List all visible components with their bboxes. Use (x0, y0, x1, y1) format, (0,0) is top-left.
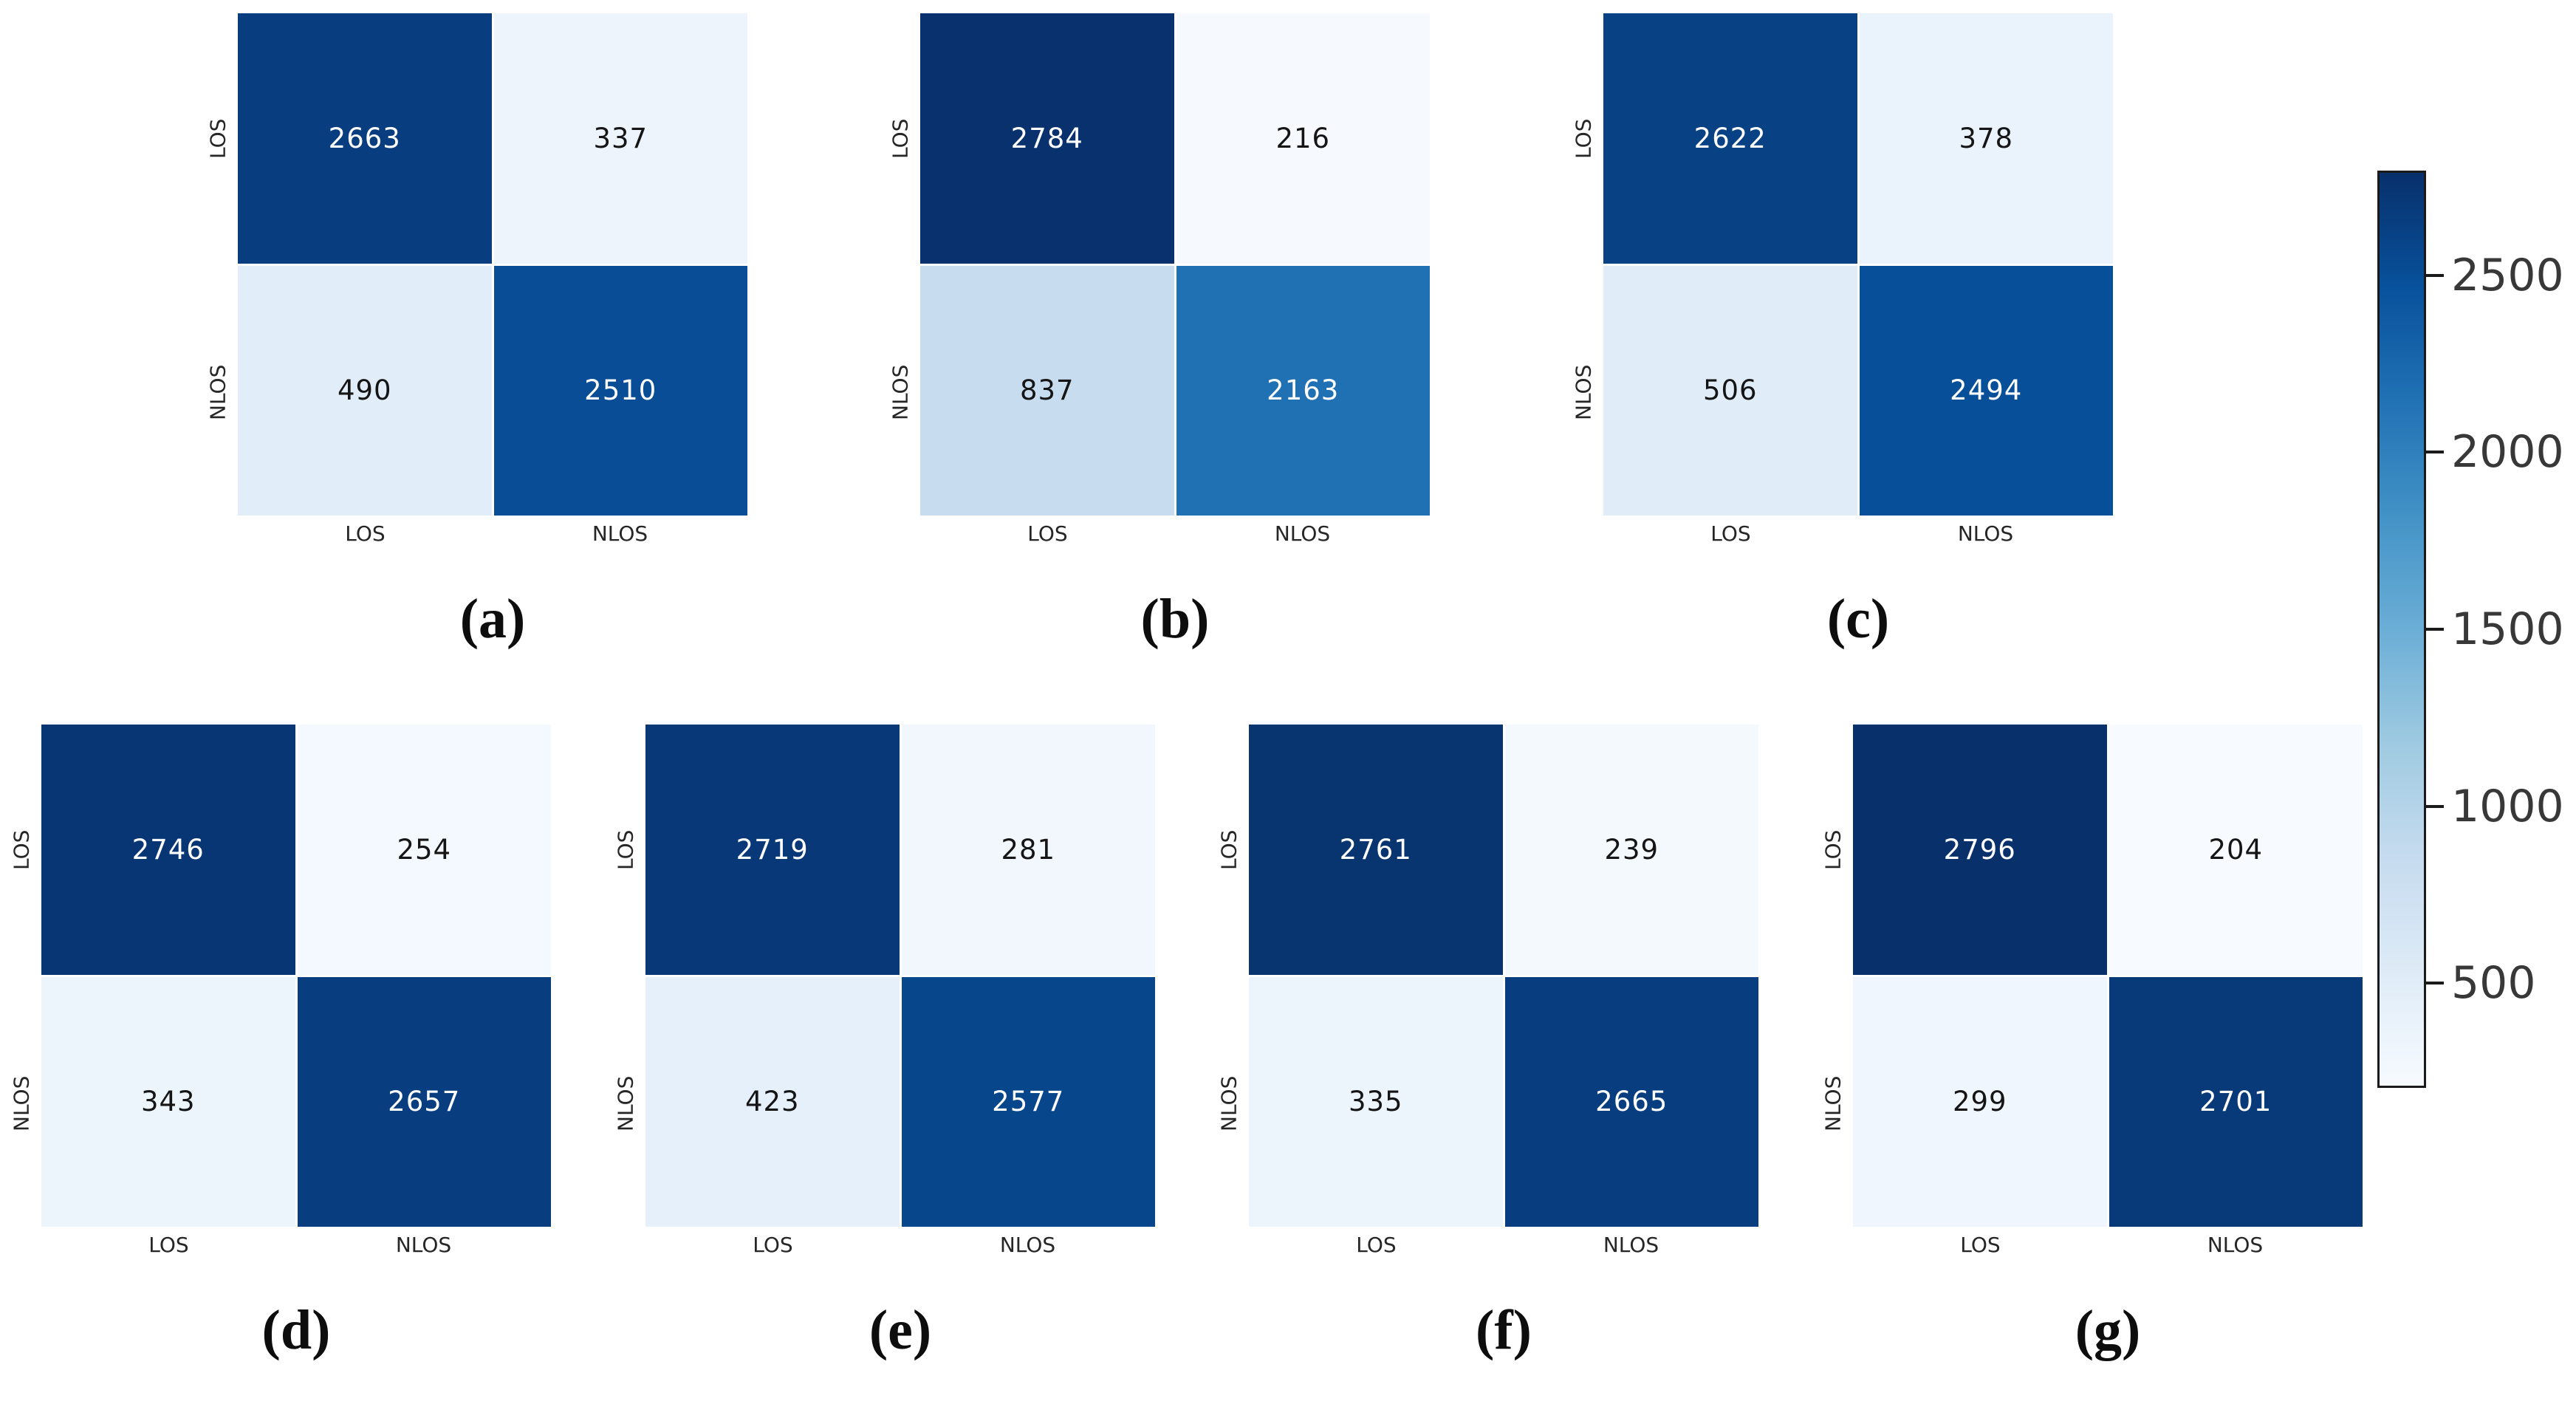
x-axis-ticks: LOS NLOS (41, 1233, 551, 1257)
colorbar-tick (2426, 804, 2444, 808)
y-axis-tick-los: LOS (888, 118, 913, 160)
subplot-caption-a: (a) (459, 588, 526, 650)
x-axis-tick-los: LOS (1027, 521, 1068, 546)
colorbar-tick (2426, 451, 2444, 454)
colorbar-tick-label: 500 (2451, 957, 2536, 1010)
heatmap-cell-nlos-los: 423 (645, 976, 900, 1227)
heatmap-cell-nlos-los: 506 (1603, 265, 1857, 516)
heatmap-cell-nlos-nlos: 2665 (1504, 976, 1758, 1227)
subplot-caption-d: (d) (261, 1299, 331, 1361)
heatmap: 2746 254 343 2657 (41, 725, 551, 1227)
x-axis-tick-nlos: NLOS (1274, 521, 1331, 546)
x-axis-tick-nlos: NLOS (1957, 521, 2014, 546)
heatmap: 2663 337 490 2510 (238, 13, 747, 516)
y-axis-tick-nlos: NLOS (1571, 364, 1596, 420)
heatmap-cell-los-los: 2784 (920, 13, 1174, 264)
y-axis-tick-los: LOS (1216, 829, 1241, 871)
colorbar-tick (2426, 628, 2444, 631)
heatmap-cell-nlos-los: 343 (41, 976, 295, 1227)
heatmap-cell-los-los: 2622 (1603, 13, 1857, 264)
confusion-matrix-f: LOS NLOS 2761 239 335 2665 LOS NLOS (f) (1217, 725, 1758, 1363)
heatmap: 2761 239 335 2665 (1249, 725, 1758, 1227)
x-axis-ticks: LOS NLOS (920, 521, 1430, 546)
x-axis-ticks: LOS NLOS (238, 521, 747, 546)
x-axis-tick-los: LOS (1710, 521, 1751, 546)
heatmap-cell-los-los: 2663 (238, 13, 492, 264)
x-axis-ticks: LOS NLOS (645, 1233, 1155, 1257)
confusion-matrix-e: LOS NLOS 2719 281 423 2577 LOS NLOS (e) (614, 725, 1155, 1363)
confusion-matrix-g: LOS NLOS 2796 204 299 2701 LOS NLOS (g) (1821, 725, 2363, 1363)
x-axis-tick-nlos: NLOS (999, 1233, 1056, 1257)
heatmap-cell-nlos-los: 335 (1249, 976, 1503, 1227)
x-axis-ticks: LOS NLOS (1603, 521, 2113, 546)
colorbar-tick-label: 1500 (2451, 603, 2564, 655)
heatmap-cell-nlos-nlos: 2577 (901, 976, 1155, 1227)
y-axis-tick-los: LOS (205, 118, 230, 160)
heatmap-cell-nlos-los: 490 (238, 265, 492, 516)
heatmap: 2796 204 299 2701 (1853, 725, 2363, 1227)
y-axis-tick-los: LOS (1820, 829, 1846, 871)
x-axis-tick-los: LOS (345, 521, 386, 546)
heatmap-cell-nlos-nlos: 2163 (1176, 265, 1430, 516)
x-axis-tick-los: LOS (1356, 1233, 1397, 1257)
heatmap-cell-los-nlos: 239 (1504, 725, 1758, 975)
y-axis-tick-los: LOS (1571, 118, 1596, 160)
heatmap: 2784 216 837 2163 (920, 13, 1430, 516)
x-axis-tick-los: LOS (1960, 1233, 2001, 1257)
y-axis-tick-nlos: NLOS (9, 1075, 34, 1131)
colorbar-gradient (2377, 171, 2426, 1088)
heatmap-cell-los-nlos: 216 (1176, 13, 1430, 264)
x-axis-ticks: LOS NLOS (1249, 1233, 1758, 1257)
confusion-matrix-a: LOS NLOS 2663 337 490 2510 LOS NLOS (a) (206, 13, 747, 651)
colorbar: 2500 2000 1500 1000 500 (2377, 171, 2564, 1088)
x-axis-tick-los: LOS (753, 1233, 793, 1257)
heatmap: 2622 378 506 2494 (1603, 13, 2113, 516)
y-axis-tick-los: LOS (9, 829, 34, 871)
heatmap-cell-nlos-nlos: 2510 (493, 265, 747, 516)
subplot-caption-b: (b) (1140, 588, 1210, 650)
heatmap-cell-los-nlos: 378 (1859, 13, 2113, 264)
heatmap-cell-los-nlos: 337 (493, 13, 747, 264)
colorbar-tick (2426, 982, 2444, 985)
confusion-matrix-c: LOS NLOS 2622 378 506 2494 LOS NLOS (c) (1572, 13, 2113, 651)
heatmap-cell-nlos-los: 837 (920, 265, 1174, 516)
heatmap-cell-nlos-nlos: 2701 (2109, 976, 2363, 1227)
confusion-matrix-d: LOS NLOS 2746 254 343 2657 LOS NLOS (d) (10, 725, 551, 1363)
y-axis-tick-los: LOS (613, 829, 638, 871)
colorbar-tick (2426, 273, 2444, 277)
x-axis-tick-nlos: NLOS (592, 521, 648, 546)
y-axis-tick-nlos: NLOS (1820, 1075, 1846, 1131)
y-axis-tick-nlos: NLOS (1216, 1075, 1241, 1131)
subplot-caption-f: (f) (1476, 1299, 1532, 1361)
heatmap-cell-los-los: 2746 (41, 725, 295, 975)
colorbar-tick-label: 1000 (2451, 780, 2564, 832)
heatmap-cell-los-nlos: 254 (297, 725, 551, 975)
x-axis-tick-nlos: NLOS (1603, 1233, 1659, 1257)
y-axis-tick-nlos: NLOS (205, 364, 230, 420)
heatmap-cell-nlos-nlos: 2657 (297, 976, 551, 1227)
x-axis-tick-nlos: NLOS (395, 1233, 452, 1257)
colorbar-tick-label: 2500 (2451, 249, 2564, 301)
heatmap-cell-los-los: 2719 (645, 725, 900, 975)
heatmap-cell-nlos-nlos: 2494 (1859, 265, 2113, 516)
subplot-caption-e: (e) (869, 1299, 932, 1361)
heatmap-cell-los-nlos: 204 (2109, 725, 2363, 975)
subplot-caption-c: (c) (1826, 588, 1890, 650)
heatmap-cell-los-nlos: 281 (901, 725, 1155, 975)
y-axis-tick-nlos: NLOS (613, 1075, 638, 1131)
y-axis-tick-nlos: NLOS (888, 364, 913, 420)
x-axis-tick-los: LOS (148, 1233, 189, 1257)
confusion-matrix-b: LOS NLOS 2784 216 837 2163 LOS NLOS (b) (888, 13, 1430, 651)
subplot-caption-g: (g) (2075, 1299, 2141, 1361)
heatmap-cell-nlos-los: 299 (1853, 976, 2107, 1227)
x-axis-tick-nlos: NLOS (2207, 1233, 2264, 1257)
heatmap-cell-los-los: 2761 (1249, 725, 1503, 975)
colorbar-tick-label: 2000 (2451, 426, 2564, 479)
heatmap: 2719 281 423 2577 (645, 725, 1155, 1227)
x-axis-ticks: LOS NLOS (1853, 1233, 2363, 1257)
heatmap-cell-los-los: 2796 (1853, 725, 2107, 975)
